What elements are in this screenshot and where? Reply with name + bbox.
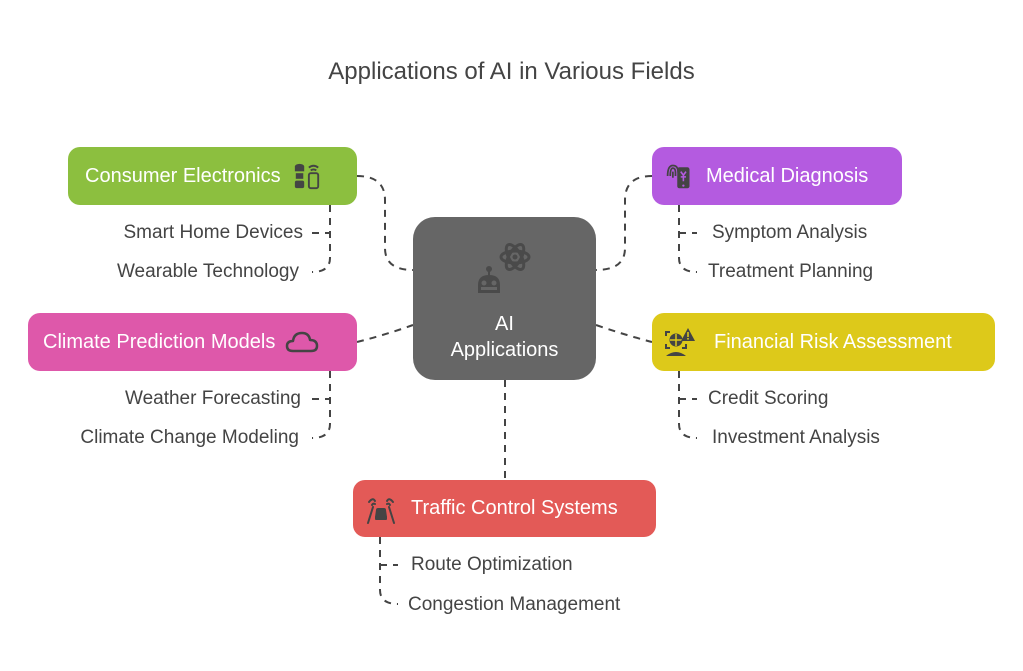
subitem-climate-change-modeling: Climate Change Modeling <box>80 427 299 448</box>
subitem-smart-home-devices: Smart Home Devices <box>123 222 304 243</box>
subitem-wearable-technology: Wearable Technology <box>116 261 299 282</box>
branch-label: Climate Prediction Models <box>43 330 276 353</box>
diagram-title: Applications of AI in Various Fields <box>328 58 695 85</box>
connector-consumer-children <box>311 205 331 273</box>
branch-node-medical-diagnosis[interactable]: Medical Diagnosis <box>652 147 902 205</box>
center-label-line2: Applications <box>450 339 559 361</box>
connector-traffic-children <box>379 537 399 605</box>
smart-speaker-phone-icon <box>293 162 321 190</box>
connector-consumer-electronics <box>356 175 414 271</box>
branch-node-financial-risk-assessment[interactable]: Financial Risk Assessment <box>652 313 995 371</box>
fingerprint-phone-icon <box>665 162 693 190</box>
center-node-ai-applications[interactable]: AI Applications <box>413 217 596 380</box>
connector-climate-children <box>311 371 331 439</box>
car-signal-icon <box>365 495 397 524</box>
branch-node-climate-prediction-models[interactable]: Climate Prediction Models <box>28 313 357 371</box>
connector-financial-risk <box>595 324 653 343</box>
subitem-investment-analysis: Investment Analysis <box>712 427 880 448</box>
connector-climate-prediction <box>356 324 414 343</box>
subitem-credit-scoring: Credit Scoring <box>708 388 829 409</box>
branch-label: Consumer Electronics <box>85 164 281 187</box>
connector-medical-children <box>678 205 698 273</box>
subitem-symptom-analysis: Symptom Analysis <box>712 222 868 243</box>
globe-warning-icon <box>664 328 696 356</box>
branch-label: Financial Risk Assessment <box>714 330 952 353</box>
subitem-route-optimization: Route Optimization <box>411 554 573 575</box>
subitem-treatment-planning: Treatment Planning <box>708 261 874 282</box>
robot-atom-icon <box>478 243 531 293</box>
subitem-weather-forecasting: Weather Forecasting <box>124 388 301 409</box>
subitem-congestion-management: Congestion Management <box>408 594 621 615</box>
branch-node-consumer-electronics[interactable]: Consumer Electronics <box>68 147 357 205</box>
branch-node-traffic-control-systems[interactable]: Traffic Control Systems <box>353 480 656 537</box>
connector-financial-children <box>678 371 698 439</box>
cloud-icon <box>285 328 319 356</box>
branch-label: Medical Diagnosis <box>706 164 869 187</box>
branch-label: Traffic Control Systems <box>411 497 618 519</box>
connector-medical-diagnosis <box>595 175 653 271</box>
center-label-line1: AI <box>495 313 514 335</box>
